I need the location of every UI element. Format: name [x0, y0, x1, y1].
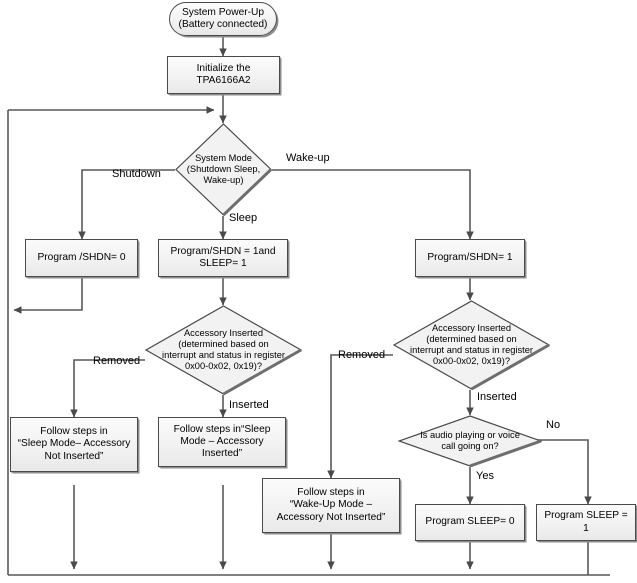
- node-program-shdn-0-label: Program /SHDN= 0: [37, 251, 126, 263]
- node-program-sleep-0[interactable]: Program SLEEP= 0: [415, 504, 525, 541]
- node-system-mode-label: System Mode (Shutdown Sleep, Wake-up): [186, 153, 261, 185]
- edge-label-shutdown: Shutdown: [112, 168, 161, 180]
- edge-shdn0-to-rail: [13, 277, 83, 314]
- node-program-shdn-1[interactable]: Program/SHDN= 1: [415, 239, 525, 277]
- node-program-shdn-0[interactable]: Program /SHDN= 0: [25, 239, 138, 277]
- node-power-up[interactable]: System Power-Up (Battery connected): [169, 2, 277, 36]
- node-power-up-label: System Power-Up (Battery connected): [178, 6, 268, 30]
- node-audio-playing-label: Is audio playing or voice call going on?: [420, 430, 520, 451]
- node-program-sleep-1[interactable]: Program SLEEP = 1: [536, 504, 636, 541]
- edge-label-removed-left: Removed: [93, 355, 141, 367]
- accessory-inserted-wake-diamond-shape: [393, 300, 550, 390]
- node-program-shdn-1-sleep-1-label: Program/SHDN = 1and SLEEP= 1: [170, 245, 276, 269]
- node-accessory-inserted-sleep-label: Accessory Inserted (determined based on …: [162, 328, 285, 371]
- node-program-sleep-1-label: Program SLEEP = 1: [544, 510, 628, 534]
- edge-label-wakeup: Wake-up: [286, 152, 330, 164]
- node-program-sleep-0-label: Program SLEEP= 0: [425, 516, 515, 528]
- node-initialize-label: Initialize the TPA6166A2: [196, 62, 251, 86]
- edge-removed-sleep: [70, 359, 145, 418]
- node-accessory-inserted-wake[interactable]: Accessory Inserted (determined based on …: [393, 300, 550, 390]
- node-audio-playing[interactable]: Is audio playing or voice call going on?: [398, 415, 542, 467]
- system-mode-diamond-shape: [175, 123, 272, 216]
- node-program-shdn-1-label: Program/SHDN= 1: [427, 251, 513, 263]
- node-program-shdn-1-sleep-1[interactable]: Program/SHDN = 1and SLEEP= 1: [158, 239, 288, 277]
- node-sleep-not-inserted-label: Follow steps in “Sleep Mode– Accessory N…: [17, 426, 131, 462]
- edge-label-yes: Yes: [476, 470, 494, 482]
- edge-label-no: No: [546, 419, 561, 431]
- node-initialize[interactable]: Initialize the TPA6166A2: [167, 56, 280, 94]
- edge-label-inserted-right: Inserted: [477, 391, 517, 403]
- node-sleep-inserted-label: Follow steps in“Sleep Mode – Accessory I…: [173, 423, 271, 460]
- edge-label-inserted-left: Inserted: [229, 399, 269, 411]
- node-sleep-inserted[interactable]: Follow steps in“Sleep Mode – Accessory I…: [158, 417, 286, 467]
- node-sleep-not-inserted[interactable]: Follow steps in “Sleep Mode– Accessory N…: [10, 417, 138, 472]
- edge-shutdown: [78, 169, 175, 240]
- audio-playing-diamond-shape: [398, 415, 542, 467]
- node-accessory-inserted-sleep[interactable]: Accessory Inserted (determined based on …: [145, 305, 302, 395]
- edge-no-audio: [525, 439, 592, 505]
- node-accessory-inserted-wake-label: Accessory Inserted (determined based on …: [410, 323, 533, 366]
- edge-removed-wake: [327, 354, 393, 479]
- edge-label-removed-right: Removed: [338, 349, 386, 361]
- accessory-inserted-sleep-diamond-shape: [145, 305, 302, 395]
- node-system-mode[interactable]: System Mode (Shutdown Sleep, Wake-up): [175, 123, 272, 216]
- edge-label-sleep: Sleep: [229, 212, 258, 224]
- node-wake-not-inserted-label: Follow steps in “Wake-Up Mode – Accessor…: [276, 487, 386, 523]
- node-wake-not-inserted[interactable]: Follow steps in “Wake-Up Mode – Accessor…: [262, 478, 400, 533]
- edge-wakeup: [272, 169, 474, 240]
